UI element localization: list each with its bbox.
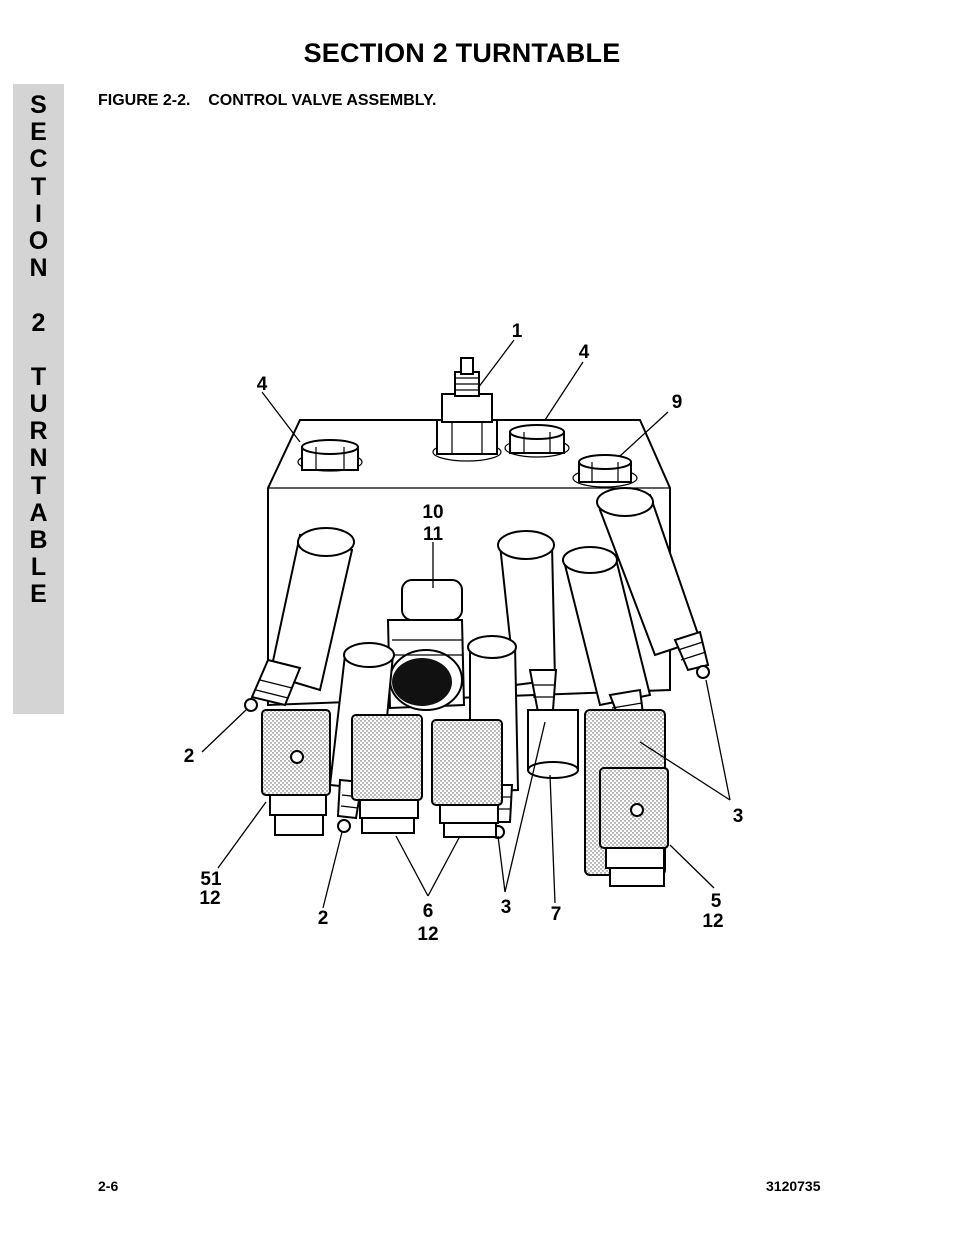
section-side-tab: S E C T I O N 2 T U R N T A B L E	[13, 84, 64, 714]
callout-6: 6	[423, 901, 434, 922]
callout-12-c: 12	[702, 911, 723, 932]
flow-control-knob	[386, 579, 466, 711]
figure-caption: FIGURE 2-2. CONTROL VALVE ASSEMBLY.	[98, 92, 437, 109]
side-tab-letter: O	[28, 226, 49, 255]
side-tab-letter: T	[30, 362, 47, 391]
document-number: 3120735	[766, 1178, 821, 1194]
solenoid-coil-2	[351, 714, 423, 834]
side-tab-letter: T	[30, 471, 47, 500]
side-tab-letters: S E C T I O N 2 T U R N T A B L E	[13, 91, 64, 609]
page-number: 2-6	[98, 1178, 119, 1194]
side-tab-letter: C	[29, 145, 48, 174]
callout-3-right: 3	[733, 806, 744, 827]
side-tab-letter: N	[29, 444, 48, 473]
page-title: SECTION 2 TURNTABLE	[303, 38, 621, 68]
side-tab-letter: L	[30, 553, 47, 582]
top-plug-middle	[504, 424, 570, 458]
bottom-plug	[527, 709, 579, 779]
side-tab-letter: A	[29, 498, 48, 527]
side-tab-letter: E	[30, 118, 47, 147]
side-tab-letter: S	[30, 91, 47, 119]
valve-body	[267, 419, 671, 707]
side-tab-letter: 2	[31, 308, 46, 337]
callout-4-top: 4	[579, 342, 590, 363]
callout-12-b: 12	[417, 924, 438, 945]
cartridge-upper-left	[244, 527, 355, 712]
callout-2-left: 2	[184, 746, 195, 767]
callout-51: 51	[200, 869, 222, 890]
cartridge-right-middle	[562, 546, 652, 745]
leader-lines	[201, 339, 731, 909]
solenoid-coil-1	[261, 709, 331, 836]
callout-11: 11	[423, 524, 444, 545]
callout-5: 5	[711, 891, 722, 912]
callout-12-a: 12	[199, 888, 220, 909]
callout-9: 9	[672, 392, 683, 413]
side-tab-letter: B	[29, 526, 48, 554]
top-plug-left	[297, 439, 363, 472]
side-tab-letter: U	[29, 390, 48, 419]
callout-10: 10	[422, 502, 443, 523]
side-tab-letter: E	[30, 580, 47, 609]
side-tab-letter: I	[35, 199, 42, 228]
solenoid-coil-3	[431, 719, 503, 838]
callout-1: 1	[512, 321, 523, 342]
callout-4-left: 4	[257, 374, 268, 395]
callout-3-bottom: 3	[501, 897, 512, 918]
top-plug-right	[572, 454, 638, 488]
top-relief-valve	[432, 357, 502, 462]
cartridge-upper-right	[596, 487, 710, 679]
side-tab-letter: T	[30, 172, 47, 201]
callout-2-bottom: 2	[318, 908, 329, 929]
side-tab-letter: R	[29, 417, 48, 446]
callout-7: 7	[551, 904, 562, 925]
side-tab-letter: N	[29, 254, 48, 283]
coil-housing	[584, 709, 669, 887]
